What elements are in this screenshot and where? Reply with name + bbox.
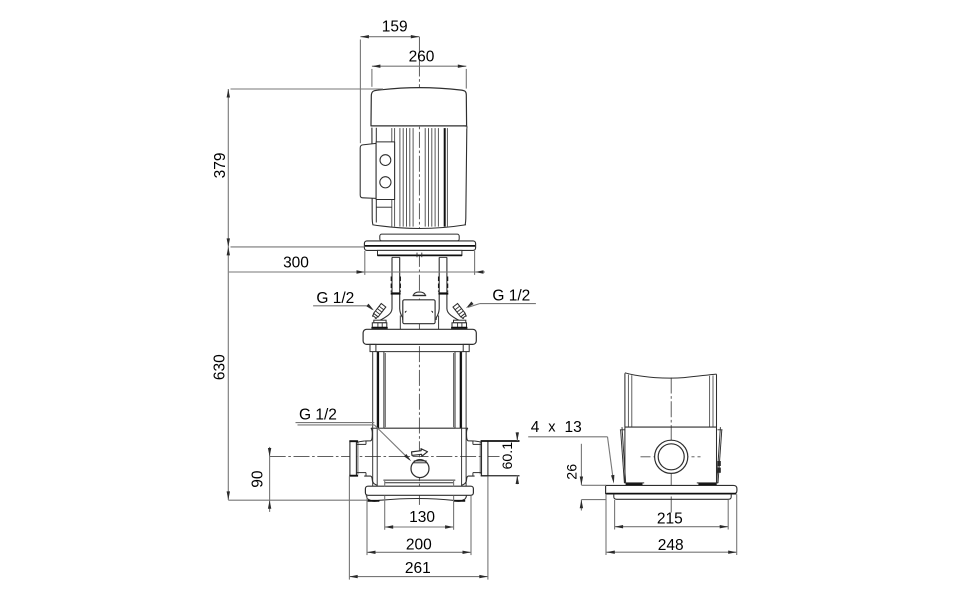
svg-text:159: 159 bbox=[382, 18, 408, 35]
svg-text:60.1: 60.1 bbox=[500, 442, 516, 470]
svg-text:26: 26 bbox=[565, 464, 581, 480]
svg-text:13: 13 bbox=[565, 419, 582, 436]
svg-text:261: 261 bbox=[405, 560, 431, 577]
svg-text:130: 130 bbox=[409, 509, 435, 526]
svg-text:248: 248 bbox=[658, 537, 684, 554]
svg-text:x: x bbox=[548, 420, 556, 436]
svg-text:630: 630 bbox=[212, 354, 229, 380]
svg-text:300: 300 bbox=[283, 255, 309, 272]
svg-text:90: 90 bbox=[250, 470, 267, 488]
svg-text:215: 215 bbox=[657, 511, 683, 528]
svg-text:260: 260 bbox=[409, 49, 435, 66]
svg-text:4: 4 bbox=[531, 419, 540, 436]
svg-text:379: 379 bbox=[212, 152, 229, 178]
svg-text:G 1/2: G 1/2 bbox=[316, 290, 354, 307]
svg-text:200: 200 bbox=[406, 537, 432, 554]
svg-text:G 1/2: G 1/2 bbox=[299, 407, 337, 424]
svg-text:G 1/2: G 1/2 bbox=[492, 287, 530, 304]
